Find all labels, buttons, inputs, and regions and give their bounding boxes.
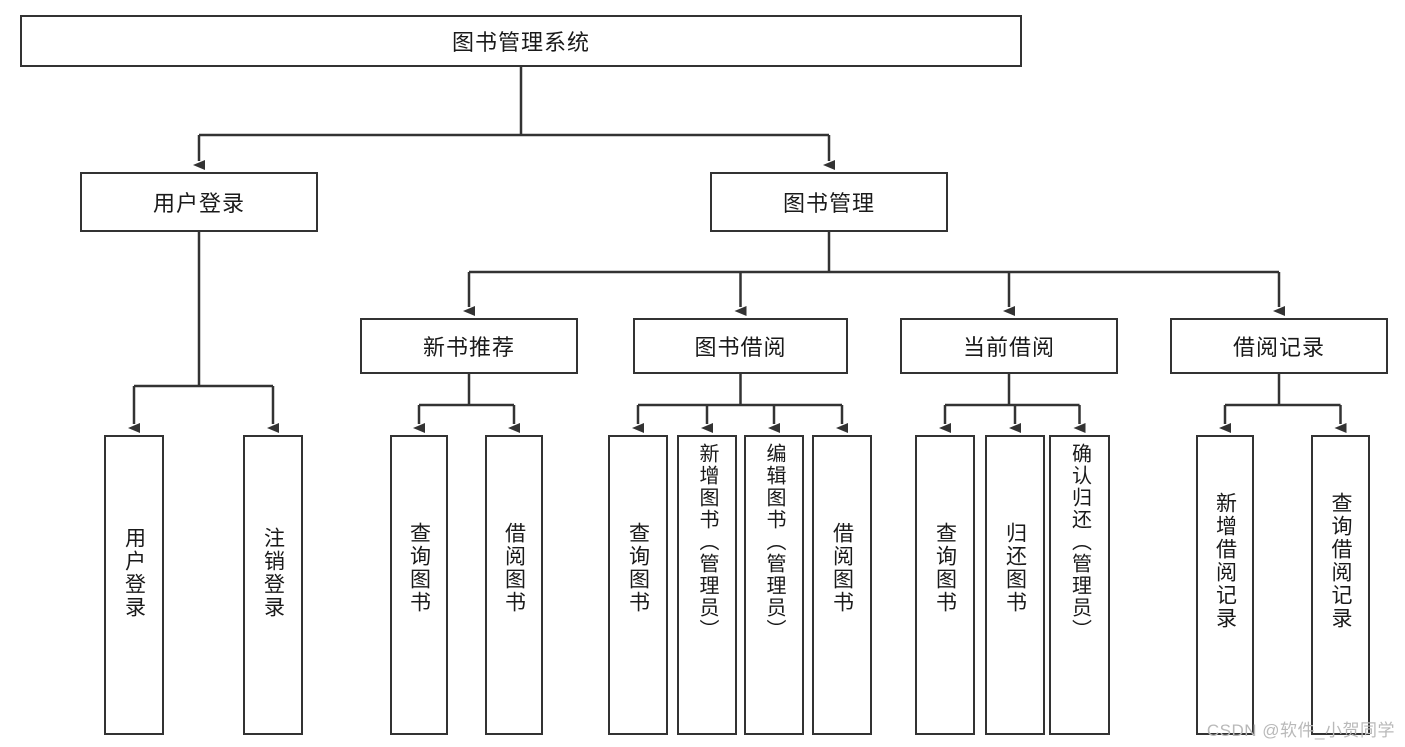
node-label: 图书管理 — [782, 191, 875, 216]
node-borrow-record[interactable]: 借阅记录 — [1170, 318, 1388, 374]
node-leaf-edit-book[interactable]: 编辑图书（管理员） — [744, 435, 804, 735]
node-label: 借阅图书 — [502, 522, 526, 614]
node-label: 归还图书 — [1003, 522, 1027, 614]
node-label: 查询图书 — [407, 522, 431, 614]
node-leaf-query-record[interactable]: 查询借阅记录 — [1311, 435, 1370, 735]
node-new-book-recommend[interactable]: 新书推荐 — [360, 318, 578, 374]
node-label: 新增图书（管理员） — [696, 443, 718, 641]
node-label: 查询图书 — [933, 522, 957, 614]
node-label: 用户登录 — [122, 527, 146, 619]
node-label: 确认归还（管理员） — [1068, 443, 1091, 641]
node-label: 用户登录 — [152, 191, 245, 216]
node-leaf-borrow-book-2[interactable]: 借阅图书 — [812, 435, 872, 735]
node-label: 图书借阅 — [694, 335, 787, 360]
node-label: 当前借阅 — [962, 335, 1055, 360]
node-leaf-query-book-2[interactable]: 查询图书 — [608, 435, 668, 735]
node-book-borrow[interactable]: 图书借阅 — [633, 318, 848, 374]
node-root[interactable]: 图书管理系统 — [20, 15, 1022, 67]
node-leaf-query-book-3[interactable]: 查询图书 — [915, 435, 975, 735]
node-label: 借阅图书 — [830, 522, 854, 614]
connector-group — [128, 67, 1347, 433]
node-label: 注销登录 — [261, 527, 285, 619]
node-leaf-logout[interactable]: 注销登录 — [243, 435, 303, 735]
node-label: 编辑图书（管理员） — [763, 443, 785, 641]
node-label: 借阅记录 — [1232, 335, 1325, 360]
node-leaf-user-login[interactable]: 用户登录 — [104, 435, 164, 735]
node-book-manage[interactable]: 图书管理 — [710, 172, 948, 232]
node-label: 新增借阅记录 — [1213, 492, 1237, 630]
node-label: 图书管理系统 — [451, 30, 590, 55]
node-label: 新书推荐 — [422, 335, 515, 360]
node-leaf-borrow-book-1[interactable]: 借阅图书 — [485, 435, 543, 735]
node-leaf-add-record[interactable]: 新增借阅记录 — [1196, 435, 1254, 735]
node-leaf-return-book[interactable]: 归还图书 — [985, 435, 1045, 735]
node-user-login[interactable]: 用户登录 — [80, 172, 318, 232]
node-leaf-confirm-return[interactable]: 确认归还（管理员） — [1049, 435, 1110, 735]
node-label: 查询借阅记录 — [1329, 492, 1352, 630]
node-label: 查询图书 — [626, 522, 650, 614]
node-leaf-add-book[interactable]: 新增图书（管理员） — [677, 435, 737, 735]
node-leaf-query-book-1[interactable]: 查询图书 — [390, 435, 448, 735]
node-current-borrow[interactable]: 当前借阅 — [900, 318, 1118, 374]
